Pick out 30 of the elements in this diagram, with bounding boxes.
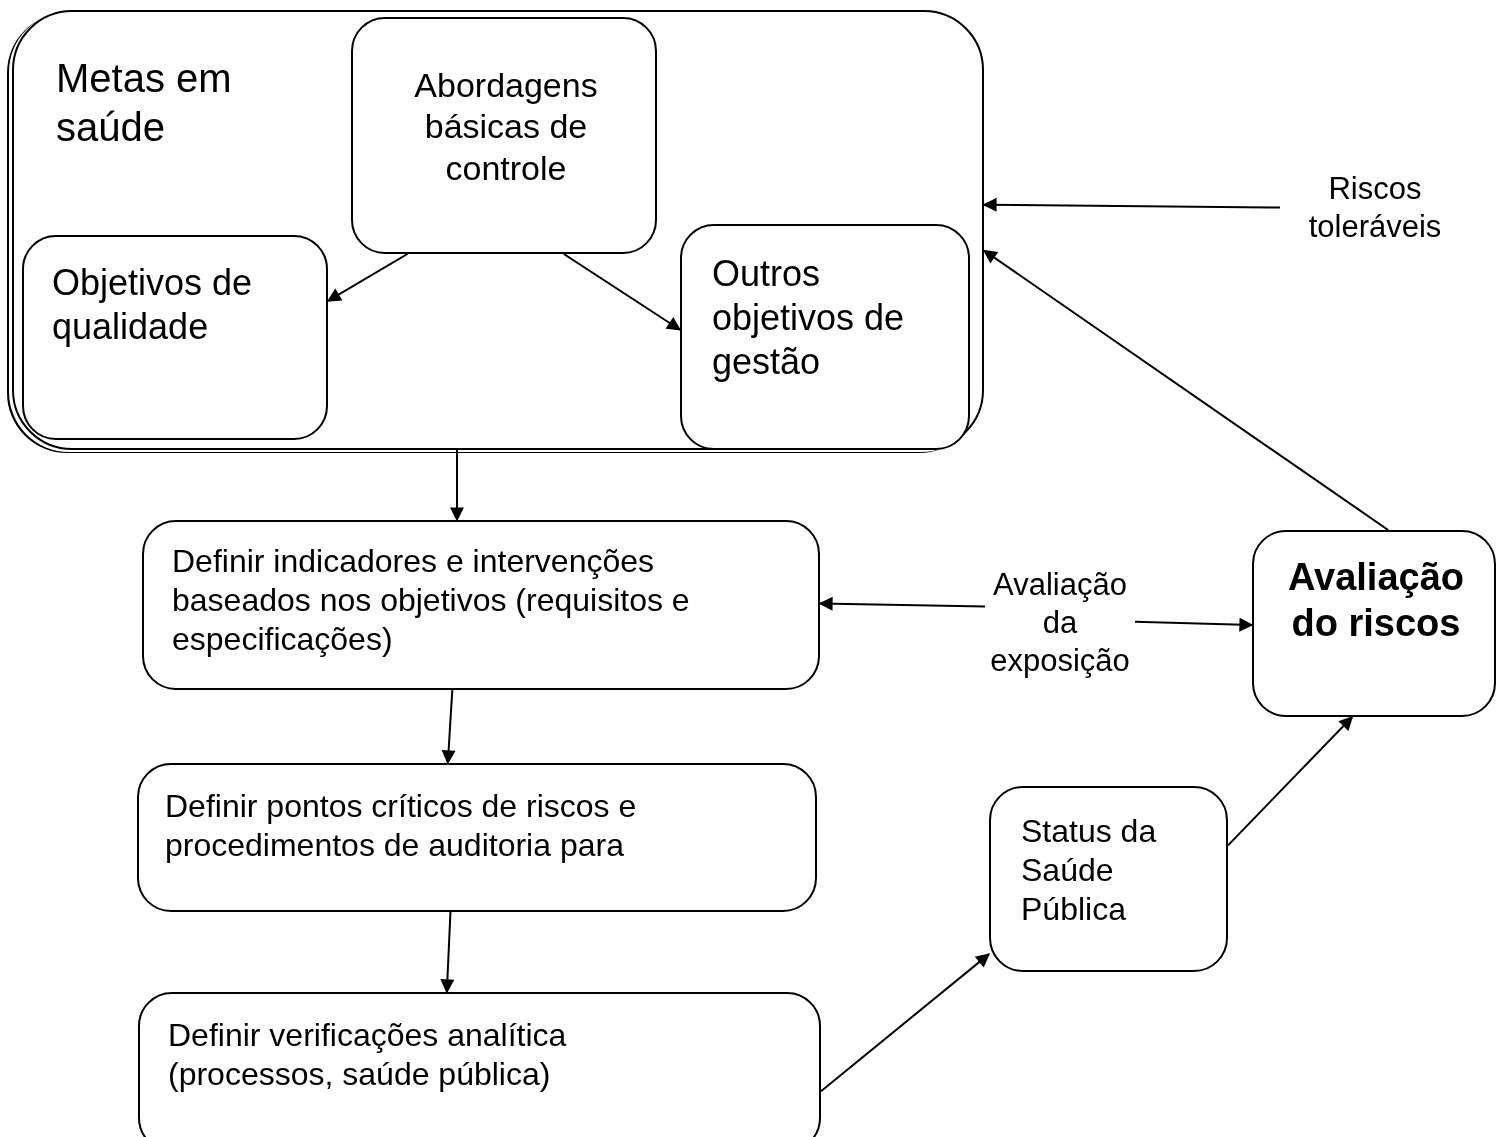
- arrow: [820, 953, 991, 1093]
- box-label: Metas em saúde: [56, 55, 233, 151]
- box-label: Avaliação do riscos: [1287, 555, 1465, 647]
- process-box: [22, 235, 328, 440]
- box-label: Objetivos de qualidade: [52, 261, 254, 349]
- box-label: Status da Saúde Pública: [1021, 812, 1158, 930]
- box-label: Definir indicadores e intervenções baseados nos objetivos (requisitos e especificações): [172, 542, 691, 660]
- process-box: [138, 992, 821, 1137]
- arrow: [818, 596, 986, 611]
- arrow: [326, 253, 409, 302]
- box-label: Outros objetivos de gestão: [712, 252, 906, 384]
- text-label: Riscos toleráveis: [1307, 170, 1443, 246]
- process-box: [142, 520, 820, 690]
- process-box: [680, 224, 970, 450]
- arrow: [982, 197, 1281, 212]
- process-box: [137, 763, 817, 912]
- arrow: [450, 449, 464, 522]
- arrow: [562, 253, 682, 331]
- arrow: [982, 249, 1390, 531]
- text-label: Avaliação da exposição: [989, 566, 1131, 680]
- process-box: [989, 786, 1228, 972]
- process-box: [351, 17, 657, 254]
- process-box: [1252, 530, 1496, 717]
- arrow: [441, 689, 456, 765]
- arrow: [1134, 617, 1254, 632]
- box-label: Abordagens básicas de controle: [413, 65, 599, 189]
- arrow: [440, 911, 455, 994]
- arrow: [1227, 716, 1354, 847]
- box-label: Definir verificações analítica (processos, saúde pública): [168, 1016, 568, 1095]
- box-label: Definir pontos críticos de riscos e procedimentos de auditoria para: [165, 787, 638, 866]
